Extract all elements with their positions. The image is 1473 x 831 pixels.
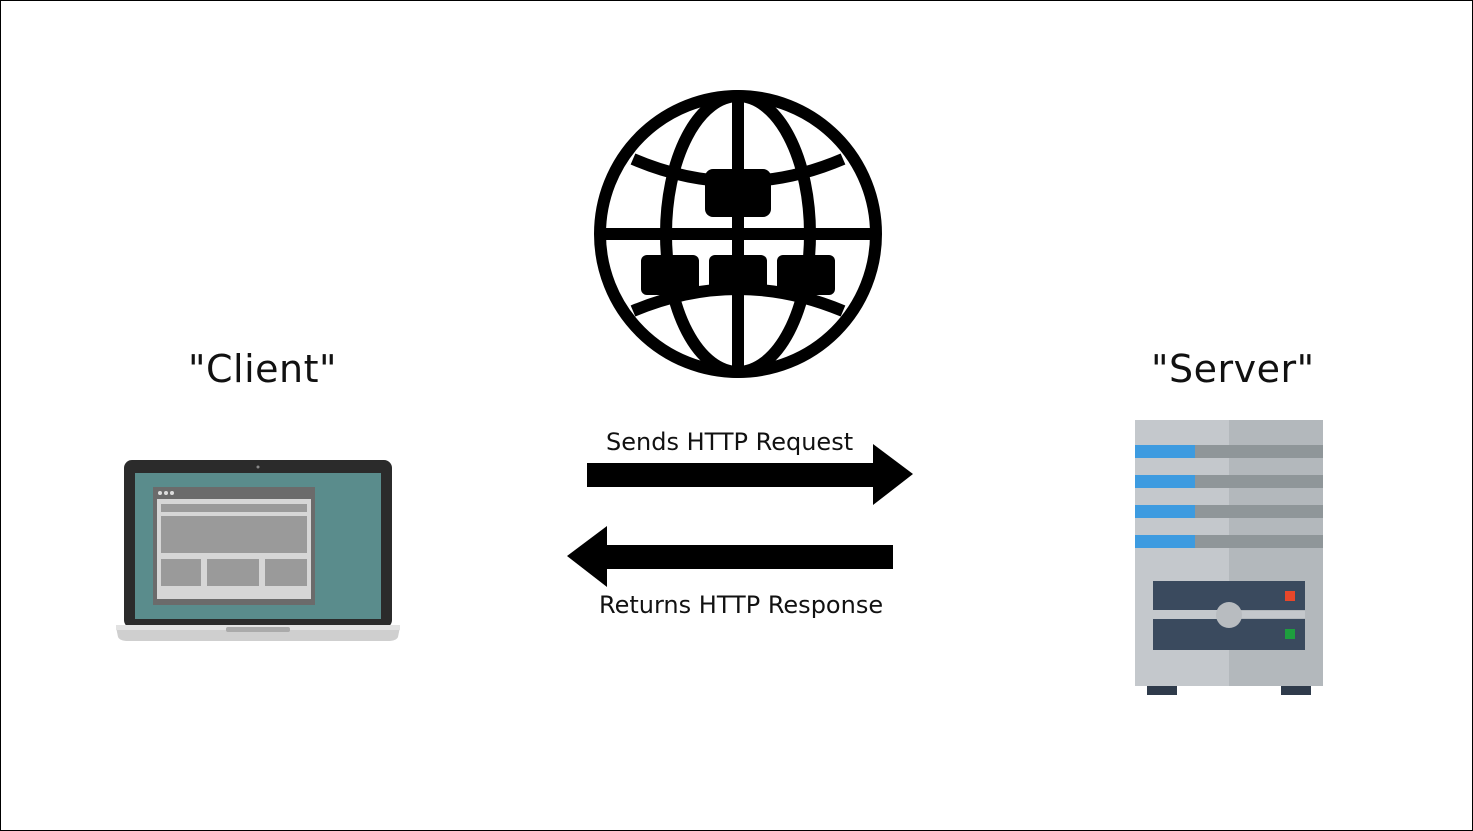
client-label: "Client" bbox=[188, 347, 337, 391]
laptop-icon bbox=[116, 460, 400, 641]
server-label: "Server" bbox=[1151, 347, 1315, 391]
server-tower-icon bbox=[1135, 420, 1323, 695]
response-arrow-icon bbox=[567, 526, 893, 587]
request-arrow-icon bbox=[587, 444, 913, 505]
request-label: Sends HTTP Request bbox=[606, 428, 854, 456]
response-label: Returns HTTP Response bbox=[599, 591, 884, 619]
globe-network-icon bbox=[594, 90, 882, 378]
